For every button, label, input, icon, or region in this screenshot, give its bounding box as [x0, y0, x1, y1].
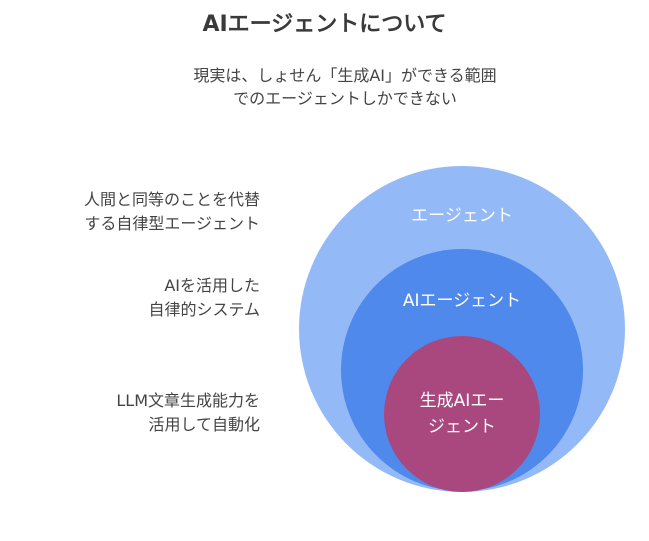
label-generative-ai-agent: LLM文章生成能力を 活用して自動化: [116, 389, 260, 437]
subtitle-line-2: でのエージェントしかできない: [233, 89, 457, 108]
diagram-title: AIエージェントについて: [202, 12, 447, 37]
label-generative-ai-agent-line-1: LLM文章生成能力を: [116, 391, 260, 410]
label-generative-ai-agent-line-2: 活用して自動化: [148, 415, 260, 434]
label-agent-line-2: する自律型エージェント: [84, 214, 260, 233]
label-agent-line-1: 人間と同等のことを代替: [83, 190, 260, 209]
label-ai-agent: AIを活用した 自律的システム: [148, 274, 260, 322]
label-agent: 人間と同等のことを代替 する自律型エージェント: [84, 188, 260, 236]
label-ai-agent-line-2: 自律的システム: [148, 300, 260, 319]
circle-agent-label: エージェント: [411, 206, 513, 226]
label-ai-agent-line-1: AIを活用した: [164, 276, 260, 295]
circle-ai-agent-label: AIエージェント: [403, 291, 521, 311]
subtitle: 現実は、しょせん「生成AI」ができる範囲 でのエージェントしかできない: [130, 64, 560, 110]
circle-generative-ai-agent: [384, 336, 540, 492]
subtitle-line-1: 現実は、しょせん「生成AI」ができる範囲: [193, 66, 497, 85]
circle-generative-ai-agent-label-line-1: 生成AIエー: [420, 391, 505, 411]
circle-generative-ai-agent-label-line-2: ジェント: [428, 417, 496, 437]
